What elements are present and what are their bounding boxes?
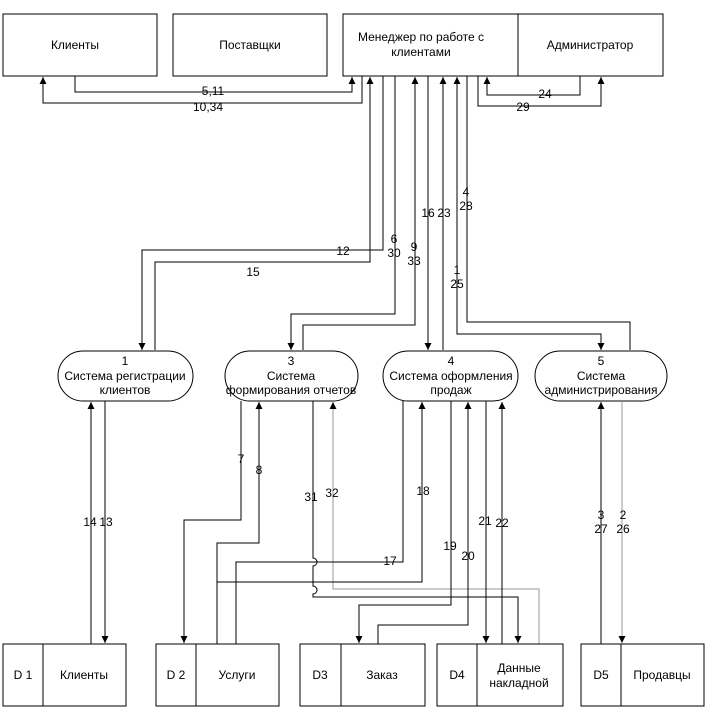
entity-admin[interactable]: Администратор xyxy=(517,13,664,77)
flow-label: 29 xyxy=(516,100,530,114)
flow-label: 28 xyxy=(459,199,473,213)
process-4-label-line1: Система оформления xyxy=(389,369,512,383)
data-store-name: Заказ xyxy=(366,668,398,682)
flow-label: 8 xyxy=(256,463,263,477)
flow-p4-d3: 19 20 xyxy=(355,401,475,644)
process-5[interactable]: 5 Система администрирования xyxy=(534,350,668,402)
flow-p1-d1: 14 13 xyxy=(83,401,113,644)
flow-label: 14 xyxy=(83,515,97,529)
flow-label: 27 xyxy=(594,522,608,536)
data-store-name: Клиенты xyxy=(60,668,108,682)
flow-manager-p1: 12 15 xyxy=(138,76,384,350)
flow-label: 33 xyxy=(407,254,421,268)
data-store-d5[interactable]: D5 Продавцы xyxy=(580,643,705,707)
entity-clients[interactable]: Клиенты xyxy=(2,13,158,77)
flow-label: 21 xyxy=(478,514,492,528)
entity-manager-label-line1: Менеджер по работе с xyxy=(358,30,484,44)
flow-label: 4 xyxy=(463,185,470,199)
process-3-number: 3 xyxy=(288,354,295,368)
flow-label: 13 xyxy=(99,515,113,529)
data-store-name-line2: накладной xyxy=(489,676,548,690)
flow-label: 3 xyxy=(598,508,605,522)
entity-clients-label: Клиенты xyxy=(51,38,99,52)
flow-label: 18 xyxy=(416,484,430,498)
data-store-id: D4 xyxy=(449,668,465,682)
flow-p4-d4: 21 22 xyxy=(478,401,509,644)
flow-p4-d2: 17 18 xyxy=(217,401,430,644)
flow-label: 19 xyxy=(443,539,457,553)
flow-manager-p3: 6 30 9 33 xyxy=(287,76,421,350)
flow-label: 25 xyxy=(450,277,464,291)
data-store-name: Услуги xyxy=(219,668,256,682)
flow-label: 1 xyxy=(454,263,461,277)
flow-label: 23 xyxy=(437,206,451,220)
entity-manager-label-line2: клиентами xyxy=(391,45,450,59)
data-store-d4[interactable]: D4 Данные накладной xyxy=(436,643,564,707)
flow-label: 17 xyxy=(383,554,397,568)
process-1-label-line1: Система регистрации xyxy=(64,369,185,383)
flow-label: 10,34 xyxy=(193,100,223,114)
data-store-id: D 1 xyxy=(14,668,33,682)
data-store-id: D3 xyxy=(312,668,328,682)
flow-admin-manager: 24 29 xyxy=(477,76,605,114)
process-3-label-line1: Система xyxy=(267,369,316,383)
flow-label: 30 xyxy=(387,246,401,260)
process-1-number: 1 xyxy=(122,354,129,368)
process-4-number: 4 xyxy=(448,354,455,368)
data-store-d1[interactable]: D 1 Клиенты xyxy=(2,643,127,707)
data-store-id: D 2 xyxy=(167,668,186,682)
process-1[interactable]: 1 Система регистрации клиентов xyxy=(57,350,194,402)
data-store-id: D5 xyxy=(593,668,609,682)
flow-label: 32 xyxy=(325,486,339,500)
flow-label: 9 xyxy=(411,240,418,254)
flow-label: 16 xyxy=(421,206,435,220)
data-store-name: Продавцы xyxy=(633,668,690,682)
process-5-label-line1: Система xyxy=(577,369,626,383)
process-3-label-line2: формирования отчетов xyxy=(226,383,356,397)
data-store-d2[interactable]: D 2 Услуги xyxy=(155,643,280,707)
process-3[interactable]: 3 Система формирования отчетов xyxy=(224,350,359,402)
flow-clients-manager: 5,11 10,34 xyxy=(39,76,363,114)
flow-p3-d2: 7 8 xyxy=(180,401,263,644)
entity-admin-label: Администратор xyxy=(547,38,634,52)
data-store-name-line1: Данные xyxy=(497,661,541,675)
data-store-d3[interactable]: D3 Заказ xyxy=(299,643,426,707)
flow-p3-d4: 31 32 xyxy=(304,401,540,644)
flow-label: 15 xyxy=(246,265,260,279)
flow-label: 24 xyxy=(538,87,552,101)
process-5-number: 5 xyxy=(598,354,605,368)
flow-label: 5,11 xyxy=(202,84,225,98)
flow-label: 22 xyxy=(495,516,509,530)
process-5-label-line2: администрирования xyxy=(545,383,658,397)
flow-label: 7 xyxy=(238,452,245,466)
flow-p5-d5: 3 27 2 26 xyxy=(594,401,630,644)
flow-label: 6 xyxy=(391,232,398,246)
flow-label: 20 xyxy=(461,549,475,563)
entity-suppliers-label: Поставщки xyxy=(219,38,281,52)
flow-label: 31 xyxy=(304,490,318,504)
flow-label: 2 xyxy=(620,508,627,522)
process-4-label-line2: продаж xyxy=(430,383,471,397)
process-1-label-line2: клиентов xyxy=(100,383,151,397)
entity-suppliers[interactable]: Поставщки xyxy=(172,13,328,77)
flow-manager-p4: 16 23 4 28 1 25 xyxy=(421,76,631,350)
flow-label: 12 xyxy=(336,244,350,258)
flow-label: 26 xyxy=(616,522,630,536)
process-4[interactable]: 4 Система оформления продаж xyxy=(382,350,519,402)
